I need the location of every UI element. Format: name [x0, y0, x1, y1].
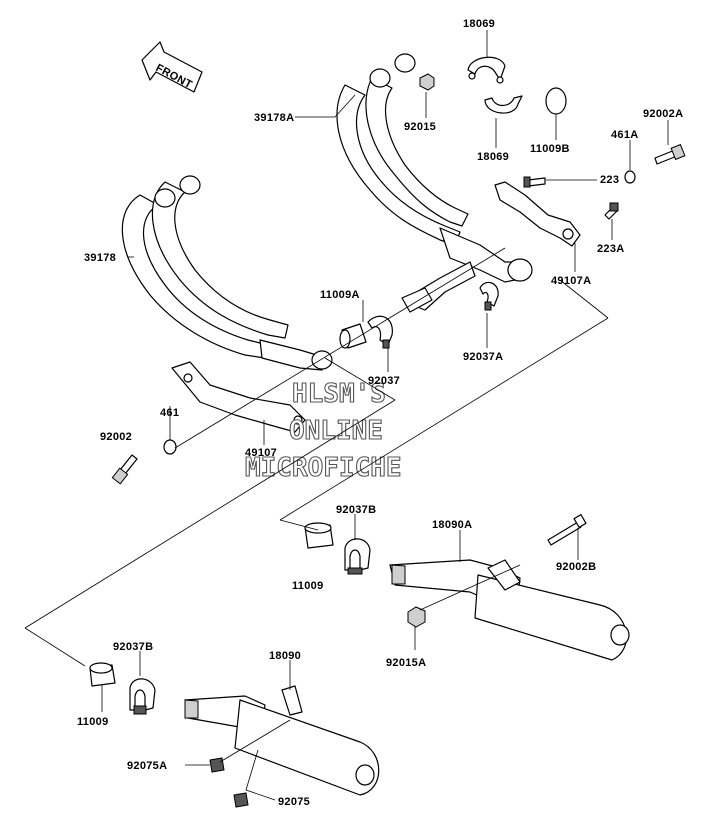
- label-92002: 92002: [100, 431, 132, 443]
- label-223: 223: [600, 174, 619, 186]
- nut-92015: [419, 73, 435, 91]
- label-11009A: 11009A: [320, 289, 360, 301]
- bracket-49107: [171, 361, 306, 433]
- rubber-92075A: [209, 757, 225, 773]
- bolt-92002: [111, 454, 138, 485]
- gasket-11009B: [545, 87, 567, 115]
- label-92037B-top: 92037B: [336, 504, 376, 516]
- label-92037B-bottom: 92037B: [113, 641, 153, 653]
- washer-461A: [624, 170, 636, 184]
- clamp-18069-bottom: [484, 95, 523, 114]
- label-49107A: 49107A: [551, 275, 591, 287]
- label-18069-top: 18069: [463, 18, 495, 30]
- label-11009B: 11009B: [530, 143, 570, 155]
- label-11009-top: 11009: [292, 580, 323, 592]
- watermark: HLSM'S ONLINE MICROFICHE: [244, 378, 402, 483]
- watermark-line-2: ONLINE: [289, 416, 383, 446]
- front-arrow: FRONT: [141, 41, 203, 93]
- label-461A: 461A: [611, 129, 639, 141]
- label-92015A: 92015A: [386, 657, 426, 669]
- bolt-223A: [604, 202, 619, 220]
- nut-92015A: [407, 606, 426, 628]
- clamp-92037B-top: [344, 538, 371, 575]
- header-pipe-39178A: [336, 53, 533, 313]
- watermark-line-3: MICROFICHE: [245, 453, 402, 483]
- gasket-11009A: [339, 323, 367, 349]
- bracket-49107A: [494, 181, 581, 247]
- bolt-92002A: [654, 143, 686, 165]
- bolt-92002B: [547, 514, 587, 546]
- rubber-92075: [233, 792, 249, 808]
- gasket-11009-top: [304, 522, 334, 549]
- label-18090A: 18090A: [432, 519, 472, 531]
- label-92075A: 92075A: [127, 760, 167, 772]
- clamp-92037A: [479, 281, 499, 311]
- label-49107: 49107: [245, 447, 277, 459]
- label-92002B: 92002B: [556, 561, 596, 573]
- gasket-11009-bottom: [89, 662, 116, 687]
- label-92075: 92075: [278, 796, 310, 808]
- label-92015: 92015: [404, 121, 436, 133]
- label-92002A: 92002A: [643, 108, 683, 120]
- label-92037A: 92037A: [463, 351, 503, 363]
- label-461: 461: [160, 407, 179, 419]
- label-39178A: 39178A: [254, 112, 294, 124]
- label-18090: 18090: [269, 650, 301, 662]
- header-pipe-39178: [121, 175, 333, 371]
- label-11009-bottom: 11009: [77, 716, 108, 728]
- label-223A: 223A: [597, 243, 625, 255]
- washer-461: [163, 439, 177, 455]
- label-18069-bottom: 18069: [477, 151, 509, 163]
- bolt-223: [523, 176, 546, 188]
- watermark-line-1: HLSM'S: [292, 379, 386, 409]
- clamp-92037B-bottom: [129, 678, 156, 715]
- label-92037: 92037: [368, 375, 400, 387]
- clamp-18069-top: [467, 56, 506, 84]
- leader-lines: [24, 30, 669, 801]
- muffler-18090: [184, 685, 380, 796]
- muffler-18090A: [389, 559, 630, 661]
- label-39178: 39178: [84, 252, 116, 264]
- clamp-92037: [367, 315, 393, 349]
- part-labels: 18069 92015 39178A 18069 11009B 92002A 4…: [77, 18, 683, 808]
